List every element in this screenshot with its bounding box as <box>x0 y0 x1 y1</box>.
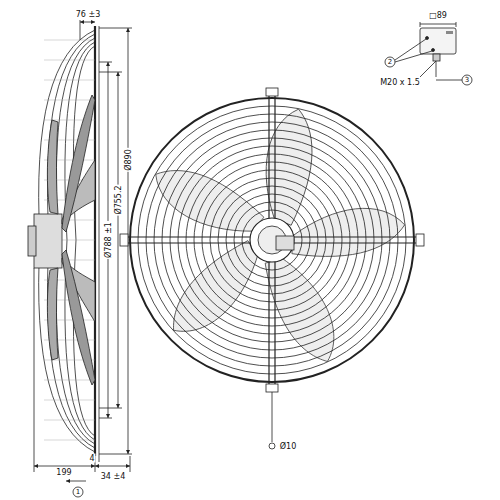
grille-ring <box>210 178 334 302</box>
grille-wire <box>44 100 95 101</box>
grille-ring <box>242 210 302 270</box>
dimension-text: 199 <box>55 468 72 477</box>
grille-ring <box>162 130 382 350</box>
side-view <box>28 20 132 497</box>
grille-ring <box>154 122 390 358</box>
dimension-text: Ø755.2 <box>114 184 123 215</box>
grille-ring <box>186 154 358 326</box>
grille-wire <box>44 440 95 441</box>
grille-ring <box>146 114 398 366</box>
dimension-text: 4 <box>88 454 95 463</box>
dimension-text: □89 <box>428 11 448 20</box>
front-view <box>120 88 424 449</box>
fan-blade <box>265 253 338 368</box>
grille-ring <box>226 194 318 286</box>
dimension-text: 76 ±3 <box>75 10 102 19</box>
grille-wire <box>44 40 95 41</box>
grille-ring <box>194 162 350 318</box>
grille-wire <box>44 420 95 421</box>
dimension-text: 34 ±4 <box>100 472 127 481</box>
grille-wire <box>44 400 95 401</box>
terminal-box <box>385 22 472 85</box>
callout-number: 2 <box>387 58 393 67</box>
grille-ring <box>218 186 326 294</box>
grille-wire <box>44 380 95 381</box>
dimension-text: Ø10 <box>279 442 297 451</box>
callout-number: 3 <box>464 76 470 85</box>
grille-wire <box>44 80 95 81</box>
dimension-text: Ø788 ±1 <box>104 221 113 259</box>
grille-wire <box>44 60 95 61</box>
grille-ring <box>170 138 374 342</box>
fan-blade <box>290 196 406 272</box>
grille-ring <box>138 106 406 374</box>
grille-ring <box>178 146 366 334</box>
grille-ring <box>202 170 342 310</box>
dimension-text: Ø890 <box>124 148 133 172</box>
grille-ring <box>234 202 310 278</box>
callout-number: 1 <box>75 488 81 497</box>
thread-label: M20 x 1.5 <box>379 78 421 87</box>
